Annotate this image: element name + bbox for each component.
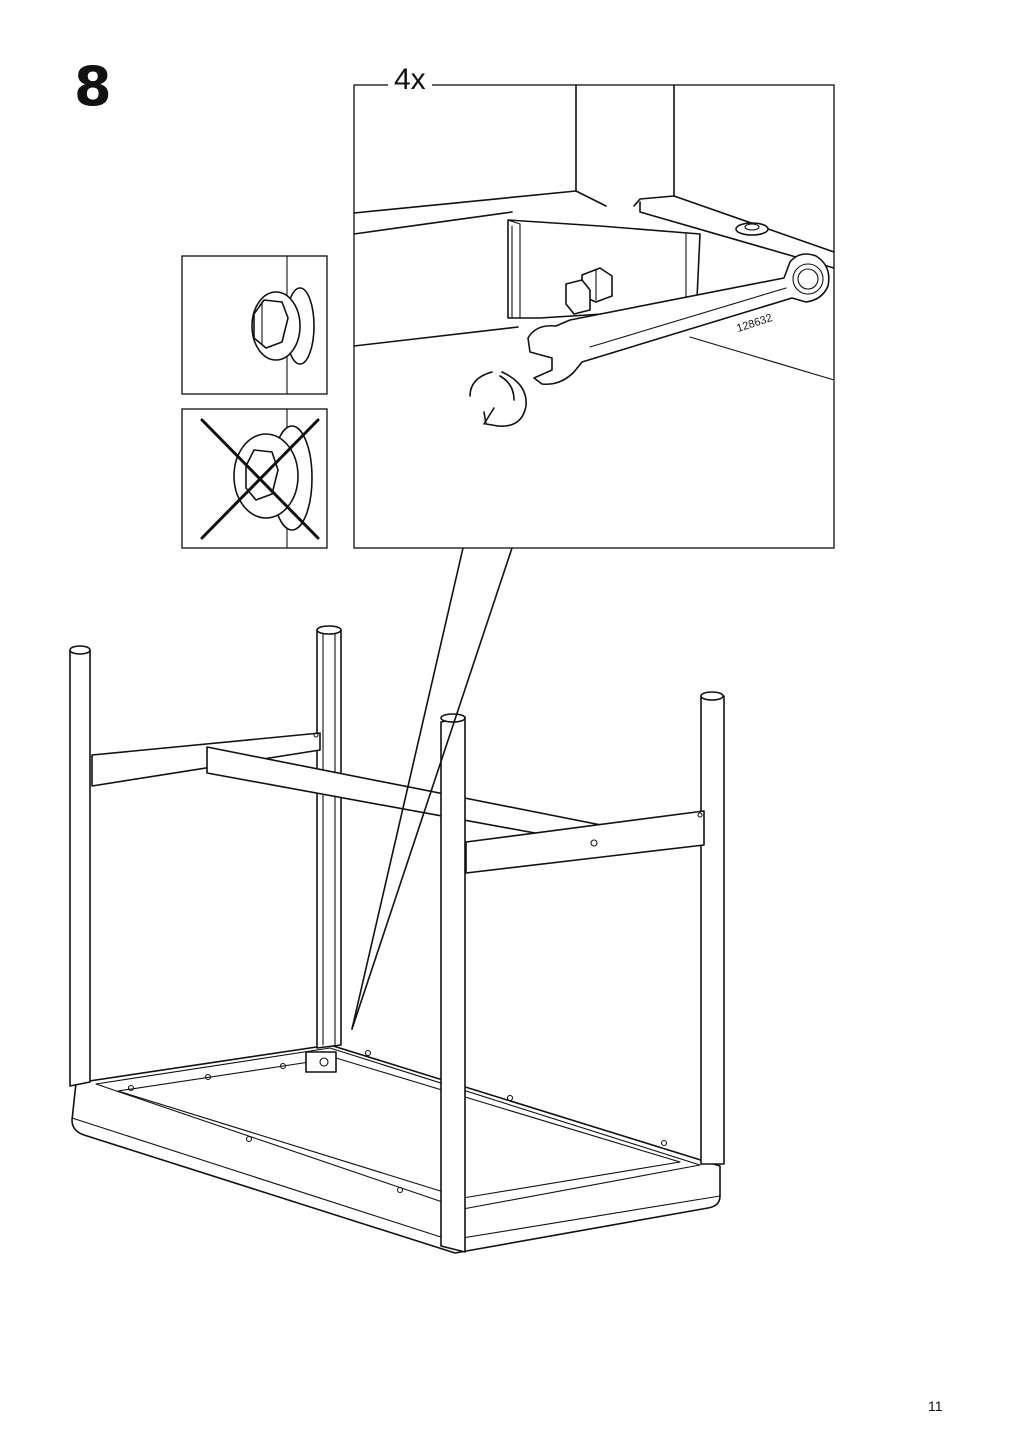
clockwise-rotation-icon: [469, 371, 527, 427]
bolt-misaligned-crossed-icon: [200, 418, 320, 540]
incorrect-bolt-inset: [181, 408, 328, 549]
bolt-seated-flush-icon: [251, 287, 315, 365]
correct-bolt-inset: [181, 255, 328, 395]
step-number: 8: [74, 55, 112, 118]
bolt-icon: [565, 267, 613, 315]
table-frame-illustration: [69, 625, 725, 1254]
quantity-label: 4x: [388, 65, 432, 95]
page-number: 11: [928, 1398, 943, 1414]
wrench-icon: [527, 253, 830, 386]
callout-pointer: [351, 547, 513, 1030]
detail-callout-box: 128632: [353, 84, 835, 549]
